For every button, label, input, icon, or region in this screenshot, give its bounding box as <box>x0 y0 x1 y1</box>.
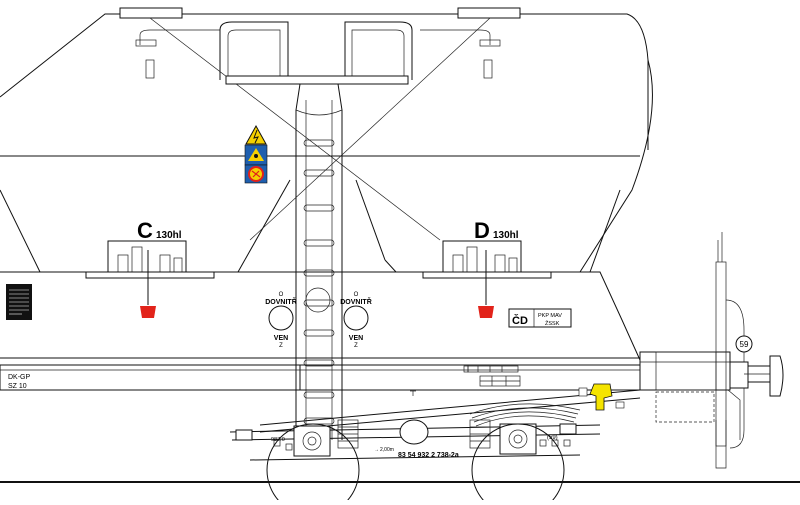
info-plate <box>6 284 32 320</box>
valve-right: O DOVNITŘ VEN Z <box>340 292 372 349</box>
valve-left-out: VEN <box>274 335 288 342</box>
discharge-unit-c <box>85 240 215 318</box>
wheel-right <box>471 423 565 505</box>
bogie-right-note: (59) <box>547 435 558 441</box>
valve-right-label: DOVNITŘ <box>340 297 372 306</box>
valve-left-top: O <box>279 292 284 298</box>
high-voltage-icon <box>245 124 267 145</box>
ladder-rungs <box>303 139 335 425</box>
wheels <box>266 423 565 505</box>
central-ladder <box>219 21 413 440</box>
speed-marker-circle <box>735 335 753 353</box>
warning-signs <box>244 124 268 184</box>
valve-right-out: VEN <box>349 335 363 342</box>
valve-right-circle <box>343 305 369 331</box>
hopper-letter-c: C <box>137 218 153 243</box>
hopper-capacity-d: 130hl <box>493 230 519 241</box>
valve-left-sub: Z <box>279 343 283 349</box>
valve-right-sub: Z <box>354 343 358 349</box>
leaf-spring <box>469 403 581 427</box>
brake-code-2: SZ 10 <box>8 383 27 390</box>
wheel-left <box>266 423 360 505</box>
wagon-end: 59 <box>578 232 784 469</box>
owner-line1: PKP MAV <box>538 313 562 319</box>
roof-hatches <box>119 7 521 241</box>
valve-left-label: DOVNITŘ <box>265 297 297 306</box>
hopper-label-d: D 130hl <box>474 218 519 243</box>
hopper-label-c: C 130hl <box>137 218 182 243</box>
hopper-body <box>0 13 653 273</box>
brake-codes: DK-GP SZ 10 <box>8 374 31 390</box>
underframe <box>0 271 641 433</box>
bogie-left-note: 987.0 <box>271 437 285 443</box>
valve-right-top: O <box>354 292 359 298</box>
yellow-hook <box>589 383 613 411</box>
speed-marker: 59 <box>740 340 749 349</box>
discharge-outlet-red <box>140 306 156 318</box>
hopper-capacity-c: 130hl <box>156 230 182 241</box>
discharge-outlet-red <box>478 306 494 318</box>
hopper-letter-d: D <box>474 218 490 243</box>
wagon-number: 83 54 932 2 738-2a <box>398 452 459 459</box>
valve-left-circle <box>268 305 294 331</box>
valve-left: O DOVNITŘ VEN Z <box>265 292 297 349</box>
pivot-distance: 2,00m <box>380 447 394 453</box>
wagon-number-line: → 2,00m 83 54 932 2 738-2a <box>374 447 459 459</box>
data-table <box>410 365 521 396</box>
brake-code-1: DK-GP <box>8 374 31 381</box>
discharge-unit-d <box>422 240 552 318</box>
owner-mark: ČD <box>512 314 528 327</box>
pivot-distance-arrow: → <box>374 447 379 453</box>
bogie <box>229 403 601 461</box>
owner-plate: ČD PKP MAV ŽSSK <box>508 308 572 328</box>
owner-line2: ŽSSK <box>545 319 560 327</box>
